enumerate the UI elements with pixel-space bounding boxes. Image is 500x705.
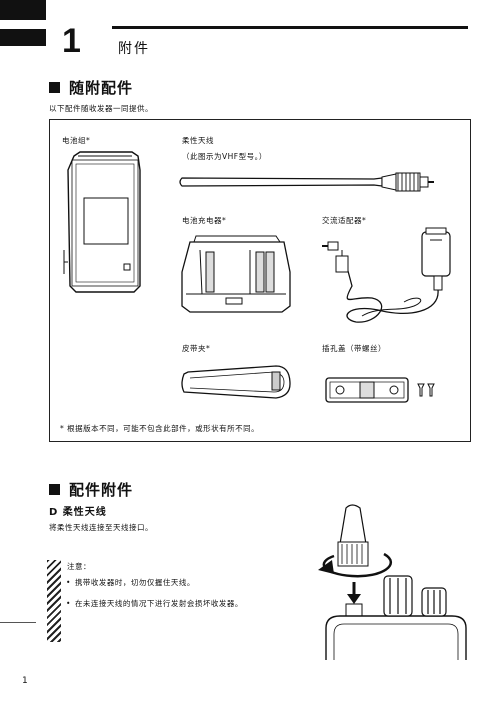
section-intro: 以下配件随收发器一同提供。	[49, 104, 153, 113]
antenna-attach-illustration	[318, 504, 467, 660]
subsection-antenna: D 柔性天线	[49, 507, 107, 518]
belt-clip-illustration	[181, 365, 291, 399]
battery-pack-illustration	[63, 151, 141, 293]
page-number: 1	[22, 676, 28, 686]
section-heading-attaching: 配件附件	[49, 479, 133, 500]
section-heading-text: 配件附件	[69, 481, 134, 499]
antenna-label: 柔性天线	[182, 136, 214, 145]
battery-label: 电池组*	[62, 136, 91, 145]
antenna-illustration	[179, 172, 434, 192]
header-rule	[112, 26, 468, 29]
belt-clip-label: 皮带夹*	[182, 344, 211, 353]
square-bullet-icon	[49, 82, 60, 93]
caution-item: 在未连接天线的情况下进行发射会损坏收发器。	[66, 598, 243, 609]
caution-item: 携带收发器时，切勿仅握住天线。	[66, 577, 195, 588]
jack-cover-label: 插孔盖（带螺丝）	[322, 344, 386, 353]
jack-cover-illustration	[325, 377, 435, 403]
section-heading-supplied: 随附配件	[49, 77, 133, 98]
section-heading-text: 随附配件	[69, 79, 134, 97]
attach-instruction: 将柔性天线连接至天线接口。	[49, 523, 153, 532]
chapter-tab-marker	[0, 29, 46, 46]
chapter-tab	[0, 0, 46, 20]
chapter-number: 1	[62, 22, 81, 60]
charger-illustration	[181, 235, 291, 313]
caution-title: 注意：	[67, 562, 91, 571]
antenna-note: （此图示为VHF型号。）	[182, 152, 267, 161]
accessories-box	[49, 119, 471, 442]
footnote: * 根据版本不同，可能不包含此部件，或形状有所不同。	[60, 424, 260, 433]
margin-rule	[0, 622, 36, 623]
caution-hatch	[47, 560, 61, 642]
adapter-label: 交流适配器*	[322, 216, 367, 225]
ac-adapter-illustration	[322, 227, 451, 323]
chapter-title: 附件	[118, 41, 150, 57]
square-bullet-icon	[49, 484, 60, 495]
charger-label: 电池充电器*	[182, 216, 227, 225]
